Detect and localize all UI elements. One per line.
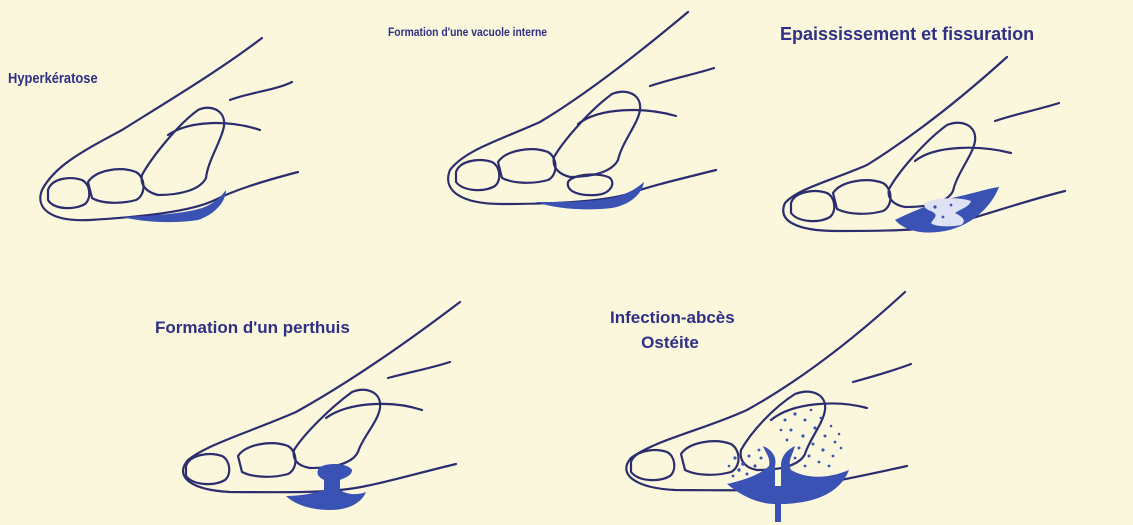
nail-fold [388, 362, 450, 378]
internal-vacuole [568, 175, 613, 196]
toe-upper-contour [578, 110, 676, 124]
phalanx-middle [238, 443, 296, 477]
phalanx-middle [498, 149, 556, 183]
toe-upper-contour [326, 404, 422, 418]
abscess-lesion [727, 446, 849, 522]
phalanx-distal [456, 160, 499, 190]
nail-fold [230, 82, 292, 100]
stage-label-epaississement: Epaississement et fissuration [780, 24, 1034, 45]
phalanx-proximal [294, 390, 381, 468]
nail-fold [995, 103, 1059, 121]
toe-diagram-perthuis [170, 300, 470, 515]
phalanx-middle [88, 169, 144, 203]
toe-outline [626, 292, 907, 490]
phalanx-distal [48, 178, 89, 208]
toe-upper-contour [915, 148, 1011, 161]
toe-diagram-epaississement [775, 55, 1095, 240]
phalanx-distal [186, 454, 229, 484]
toe-diagram-hyperkeratose [30, 30, 320, 240]
nail-fold [650, 68, 714, 86]
toe-diagram-infection [615, 290, 925, 525]
phalanx-middle [681, 441, 739, 475]
toe-outline [183, 302, 460, 492]
phalanx-distal [791, 191, 834, 221]
sinus-tract [286, 464, 366, 510]
phalanx-distal [631, 450, 674, 480]
toe-diagram-vacuole [440, 12, 740, 222]
phalanx-proximal [889, 123, 976, 207]
phalanx-middle [833, 180, 891, 214]
nail-fold [853, 364, 911, 382]
phalanx-proximal [142, 108, 225, 195]
toe-upper-contour [771, 404, 867, 420]
